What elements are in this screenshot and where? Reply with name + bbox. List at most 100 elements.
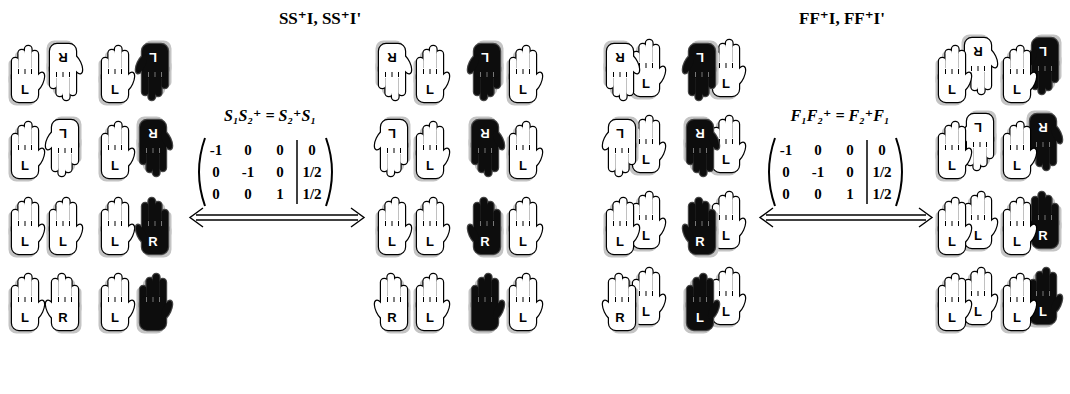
hand-part [436,69,437,74]
finger-lines [517,221,530,226]
hand-part [1038,66,1039,71]
hand-part [121,69,122,74]
hand-part [385,221,386,226]
white-hand [1002,198,1039,257]
hand-shape [12,122,46,178]
hand-letter: L [111,158,119,173]
hand-part [1023,147,1039,169]
hand-letter: R [148,126,157,141]
hand-shape [1024,38,1058,94]
hand-part [423,145,424,150]
finger-lines [972,215,985,220]
hand-part [436,145,437,150]
hand-part [1023,71,1039,93]
finger-lines [696,221,709,226]
hand-part [18,69,19,74]
hand-shape [1004,198,1038,254]
panel-title: FF⁺I, FF⁺I' [799,8,885,29]
hand-part [146,297,147,302]
finger-lines [147,148,160,153]
finger-lines [640,139,653,144]
hand-letter: R [480,234,489,249]
hand-letter: L [111,82,119,97]
hand-shape [102,122,136,178]
hand-part [121,297,122,302]
hand-letter: L [1013,234,1021,249]
hand-part [958,147,974,169]
hand-shape [417,274,451,330]
hand-part [652,291,653,296]
hand-part [726,291,727,296]
hand-part [726,215,727,220]
hand-part [1043,291,1044,296]
black-hand [466,198,503,257]
finger-lines [1039,215,1052,220]
finger-lines [974,142,987,147]
hand-part [978,66,979,71]
hand-part [529,223,545,245]
hand-shape [417,122,451,178]
hand-part [108,69,109,74]
hand-part [394,148,395,153]
finger-lines [19,297,32,302]
hand-part [394,297,395,302]
hand-shape [1004,46,1038,102]
hand-letter: L [616,126,624,141]
matrix-entry: 1 [846,186,854,203]
hand-shape [12,198,46,254]
hand-part [945,297,946,302]
hand-shape [134,198,168,254]
hand-letter: L [722,228,730,243]
hand-part [652,293,668,315]
matrix-entry: 1 [276,186,284,203]
hand-part [491,299,507,321]
matrix-entry: 0 [308,142,316,159]
finger-lines [481,72,494,77]
hand-letter: L [642,76,650,91]
hand-part [984,47,1000,69]
finger-lines [946,297,959,302]
hand-part [695,221,696,226]
hand-part [423,221,424,226]
hand-part [56,221,57,226]
hand-shape [417,198,451,254]
hand-part [516,145,517,150]
hand-part [65,148,66,153]
hand-letter: L [426,158,434,173]
hand-part [487,221,488,226]
hand-shape [134,44,168,100]
finger-lines [147,297,160,302]
hand-part [430,221,431,226]
hand-shape [965,192,999,248]
hand-part [1017,221,1018,226]
hand-shape [1024,192,1058,248]
hand-part [700,148,701,153]
hand-letter: L [696,310,704,325]
hand-letter: L [1013,158,1021,173]
hand-part [516,221,517,226]
hand-part [719,291,720,296]
hand-letter: L [59,126,67,141]
hand-part [732,293,748,315]
hand-part [529,297,530,302]
finger-lines [109,145,122,150]
hand-part [529,299,545,321]
hand-part [702,72,703,77]
hand-part [392,221,393,226]
hand-shape [1024,38,1058,94]
finger-lines [517,145,530,150]
hand-shape [50,44,84,100]
hand-letter: L [481,50,489,65]
hand-letter: L [616,234,624,249]
hand-part [31,221,32,226]
hand-shape [510,198,544,254]
matrix-entry: 0 [782,186,790,203]
finger-lines [972,66,985,71]
hand-shape [140,274,174,330]
hand-shape [959,114,993,170]
finger-lines [388,148,401,153]
hand-shape [379,44,413,100]
hand-part [952,221,953,226]
hand-part [620,72,621,77]
hand-part [430,69,431,74]
